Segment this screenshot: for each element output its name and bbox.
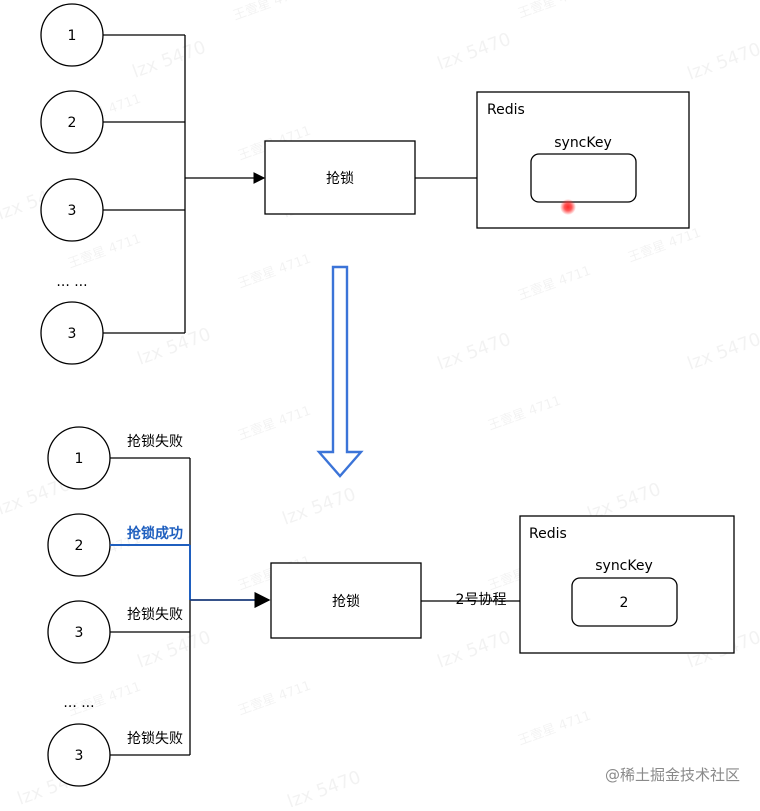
watermark-text: 王壹星 4711	[486, 394, 563, 434]
top-lock-box	[264, 140, 416, 215]
watermark-text: 王壹星 4711	[626, 226, 703, 266]
bottom-diagram	[47, 426, 735, 787]
bottom-key-box	[571, 577, 678, 627]
watermark-text: lzx 5470	[435, 627, 514, 673]
bottom-key-label: syncKey	[595, 558, 653, 574]
bottom-key-value: 2	[620, 595, 629, 611]
top-diagram	[40, 3, 690, 365]
watermark-text: 王壹星 4711	[236, 252, 313, 292]
status-label-fail-2: 抢锁失败	[127, 606, 183, 623]
top-ellipsis: ... ...	[56, 274, 87, 290]
top-key-label: syncKey	[554, 135, 612, 151]
top-node-3-label: 3	[68, 203, 77, 219]
bottom-text: 1 2 3 ... ... 3 抢锁失败 抢锁成功 抢锁失败 抢锁失败 抢锁 2…	[63, 433, 652, 764]
edge-label: 2号协程	[456, 592, 507, 608]
bottom-node-2-label: 2	[75, 538, 84, 554]
watermark-text: lzx 5470	[135, 627, 214, 673]
bottom-node-5-label: 3	[75, 748, 84, 764]
bottom-ellipsis: ... ...	[63, 695, 94, 711]
bottom-lock-label: 抢锁	[332, 593, 360, 610]
watermark-text: 王壹星 4711	[231, 0, 308, 24]
watermark-text: 王壹星 4711	[516, 0, 593, 22]
bottom-lock-box	[270, 562, 422, 639]
watermark-text: lzx 5470	[285, 767, 364, 807]
top-node-5-label: 3	[68, 326, 77, 342]
cursor-indicator	[560, 199, 576, 215]
status-label-success: 抢锁成功	[127, 525, 183, 542]
footer-credit: @稀土掘金技术社区	[605, 766, 740, 784]
top-node-1-label: 1	[68, 28, 77, 44]
top-text: 1 2 3 ... ... 3 抢锁 Redis syncKey	[56, 28, 611, 342]
top-redis-title: Redis	[487, 102, 525, 118]
watermark-text: 王壹星 4711	[516, 264, 593, 304]
bottom-node-3-label: 3	[75, 625, 84, 641]
transition-down-arrow	[316, 265, 364, 478]
top-lock-label: 抢锁	[326, 170, 354, 187]
watermark-text: lzx 5470	[435, 29, 514, 75]
top-node-2-label: 2	[68, 115, 77, 131]
watermark-text: lzx 5470	[280, 484, 359, 530]
top-key-box	[530, 153, 637, 203]
watermark-text: 王壹星 4711	[516, 709, 593, 749]
watermark-text: lzx 5470	[130, 37, 209, 83]
status-label-fail-3: 抢锁失败	[127, 730, 183, 747]
watermark-text: lzx 5470	[135, 324, 214, 370]
watermark-text: lzx 5470	[435, 329, 514, 375]
success-path	[110, 544, 271, 609]
bottom-node-1-label: 1	[75, 451, 84, 467]
status-label-fail-1: 抢锁失败	[127, 433, 183, 450]
watermark-text: lzx 5470	[685, 329, 760, 375]
watermark-text: 王壹星 4711	[236, 679, 313, 719]
watermark-text: lzx 5470	[685, 39, 760, 85]
watermark-text: 王壹星 4711	[236, 404, 313, 444]
bottom-redis-title: Redis	[529, 526, 567, 542]
